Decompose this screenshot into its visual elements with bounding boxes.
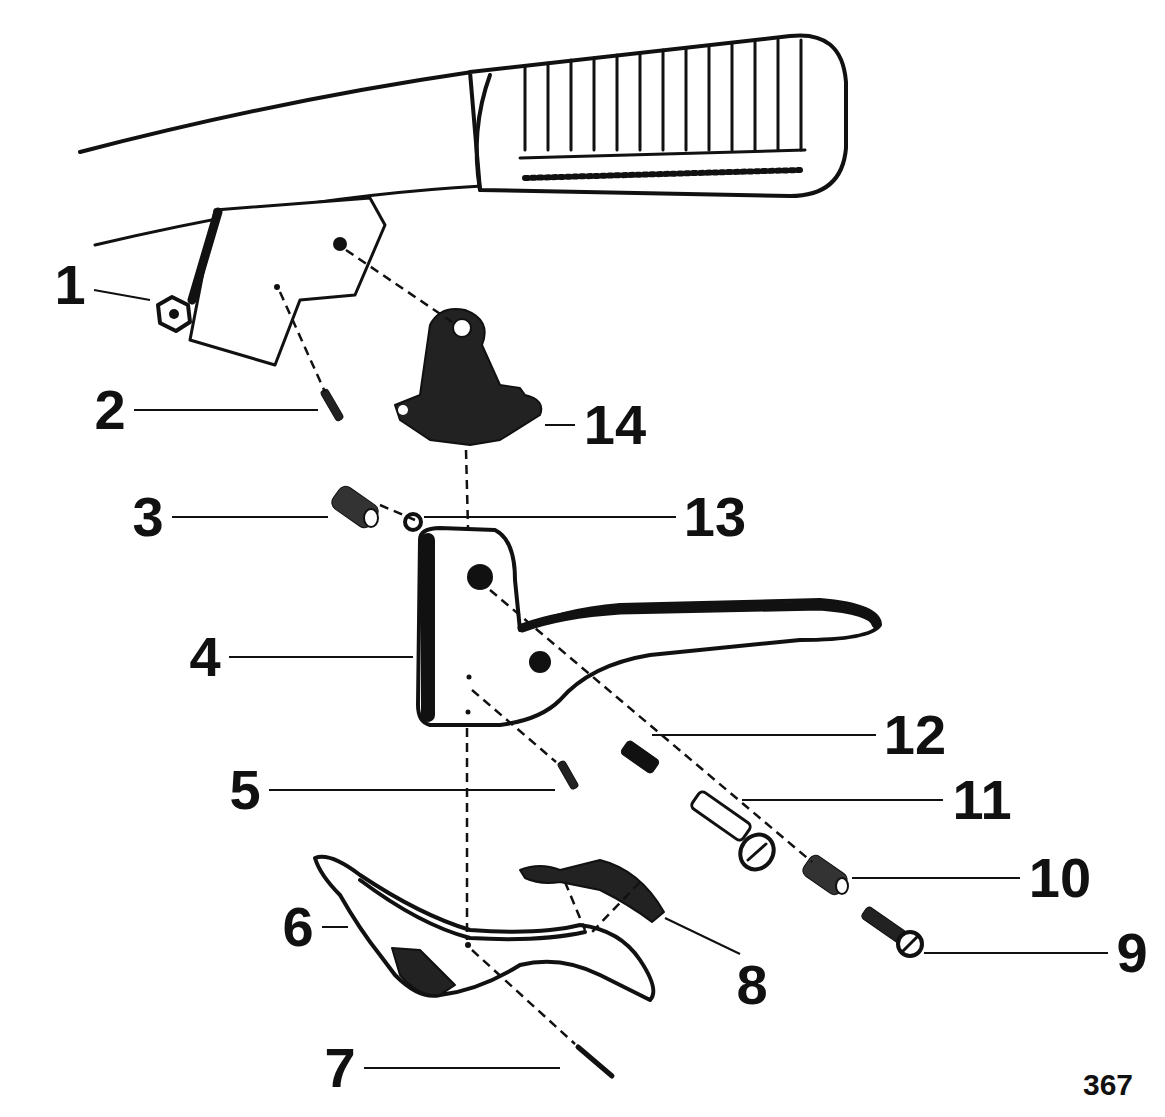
callout-number: 11: [952, 772, 1011, 828]
callout-number: 2: [94, 382, 125, 438]
leader-lines: [94, 290, 1108, 1068]
sleeve: [329, 483, 382, 531]
callout-number: 6: [282, 899, 313, 955]
pin: [557, 760, 579, 790]
lever-edge: [421, 540, 435, 715]
pin: [620, 740, 660, 775]
lever-edge: [522, 606, 876, 628]
bracket-arm: [192, 212, 218, 300]
callout-number: 367: [1083, 1070, 1133, 1100]
grip-band: [525, 170, 800, 178]
callout-number: 3: [132, 489, 163, 545]
callout-number: 10: [1029, 850, 1091, 906]
grip-collar: [477, 75, 490, 190]
tube-outline: [80, 72, 472, 152]
grip-ribs: [525, 40, 801, 150]
callout-number: 9: [1116, 925, 1147, 981]
grip-band: [520, 150, 805, 158]
pin: [578, 1047, 612, 1076]
callout-number: 4: [189, 629, 220, 685]
washer: [405, 514, 421, 530]
callout-number: 1: [54, 257, 85, 313]
spring: [520, 860, 664, 922]
callout-number: 5: [229, 762, 260, 818]
pin: [320, 388, 344, 421]
callout-number: 13: [684, 489, 746, 545]
bolt: [690, 790, 752, 842]
callout-number: 8: [736, 957, 767, 1013]
callout-number: 14: [584, 397, 646, 453]
assembly-lines: [280, 250, 812, 1044]
hole: [333, 237, 347, 251]
cam: [395, 309, 541, 445]
bracket: [190, 198, 385, 365]
callout-number: 12: [884, 707, 946, 763]
hole: [274, 284, 280, 290]
callout-number: 7: [324, 1040, 355, 1096]
sleeve: [800, 853, 850, 898]
grip: [470, 35, 846, 196]
nut: [158, 297, 190, 331]
lever: [418, 528, 880, 725]
